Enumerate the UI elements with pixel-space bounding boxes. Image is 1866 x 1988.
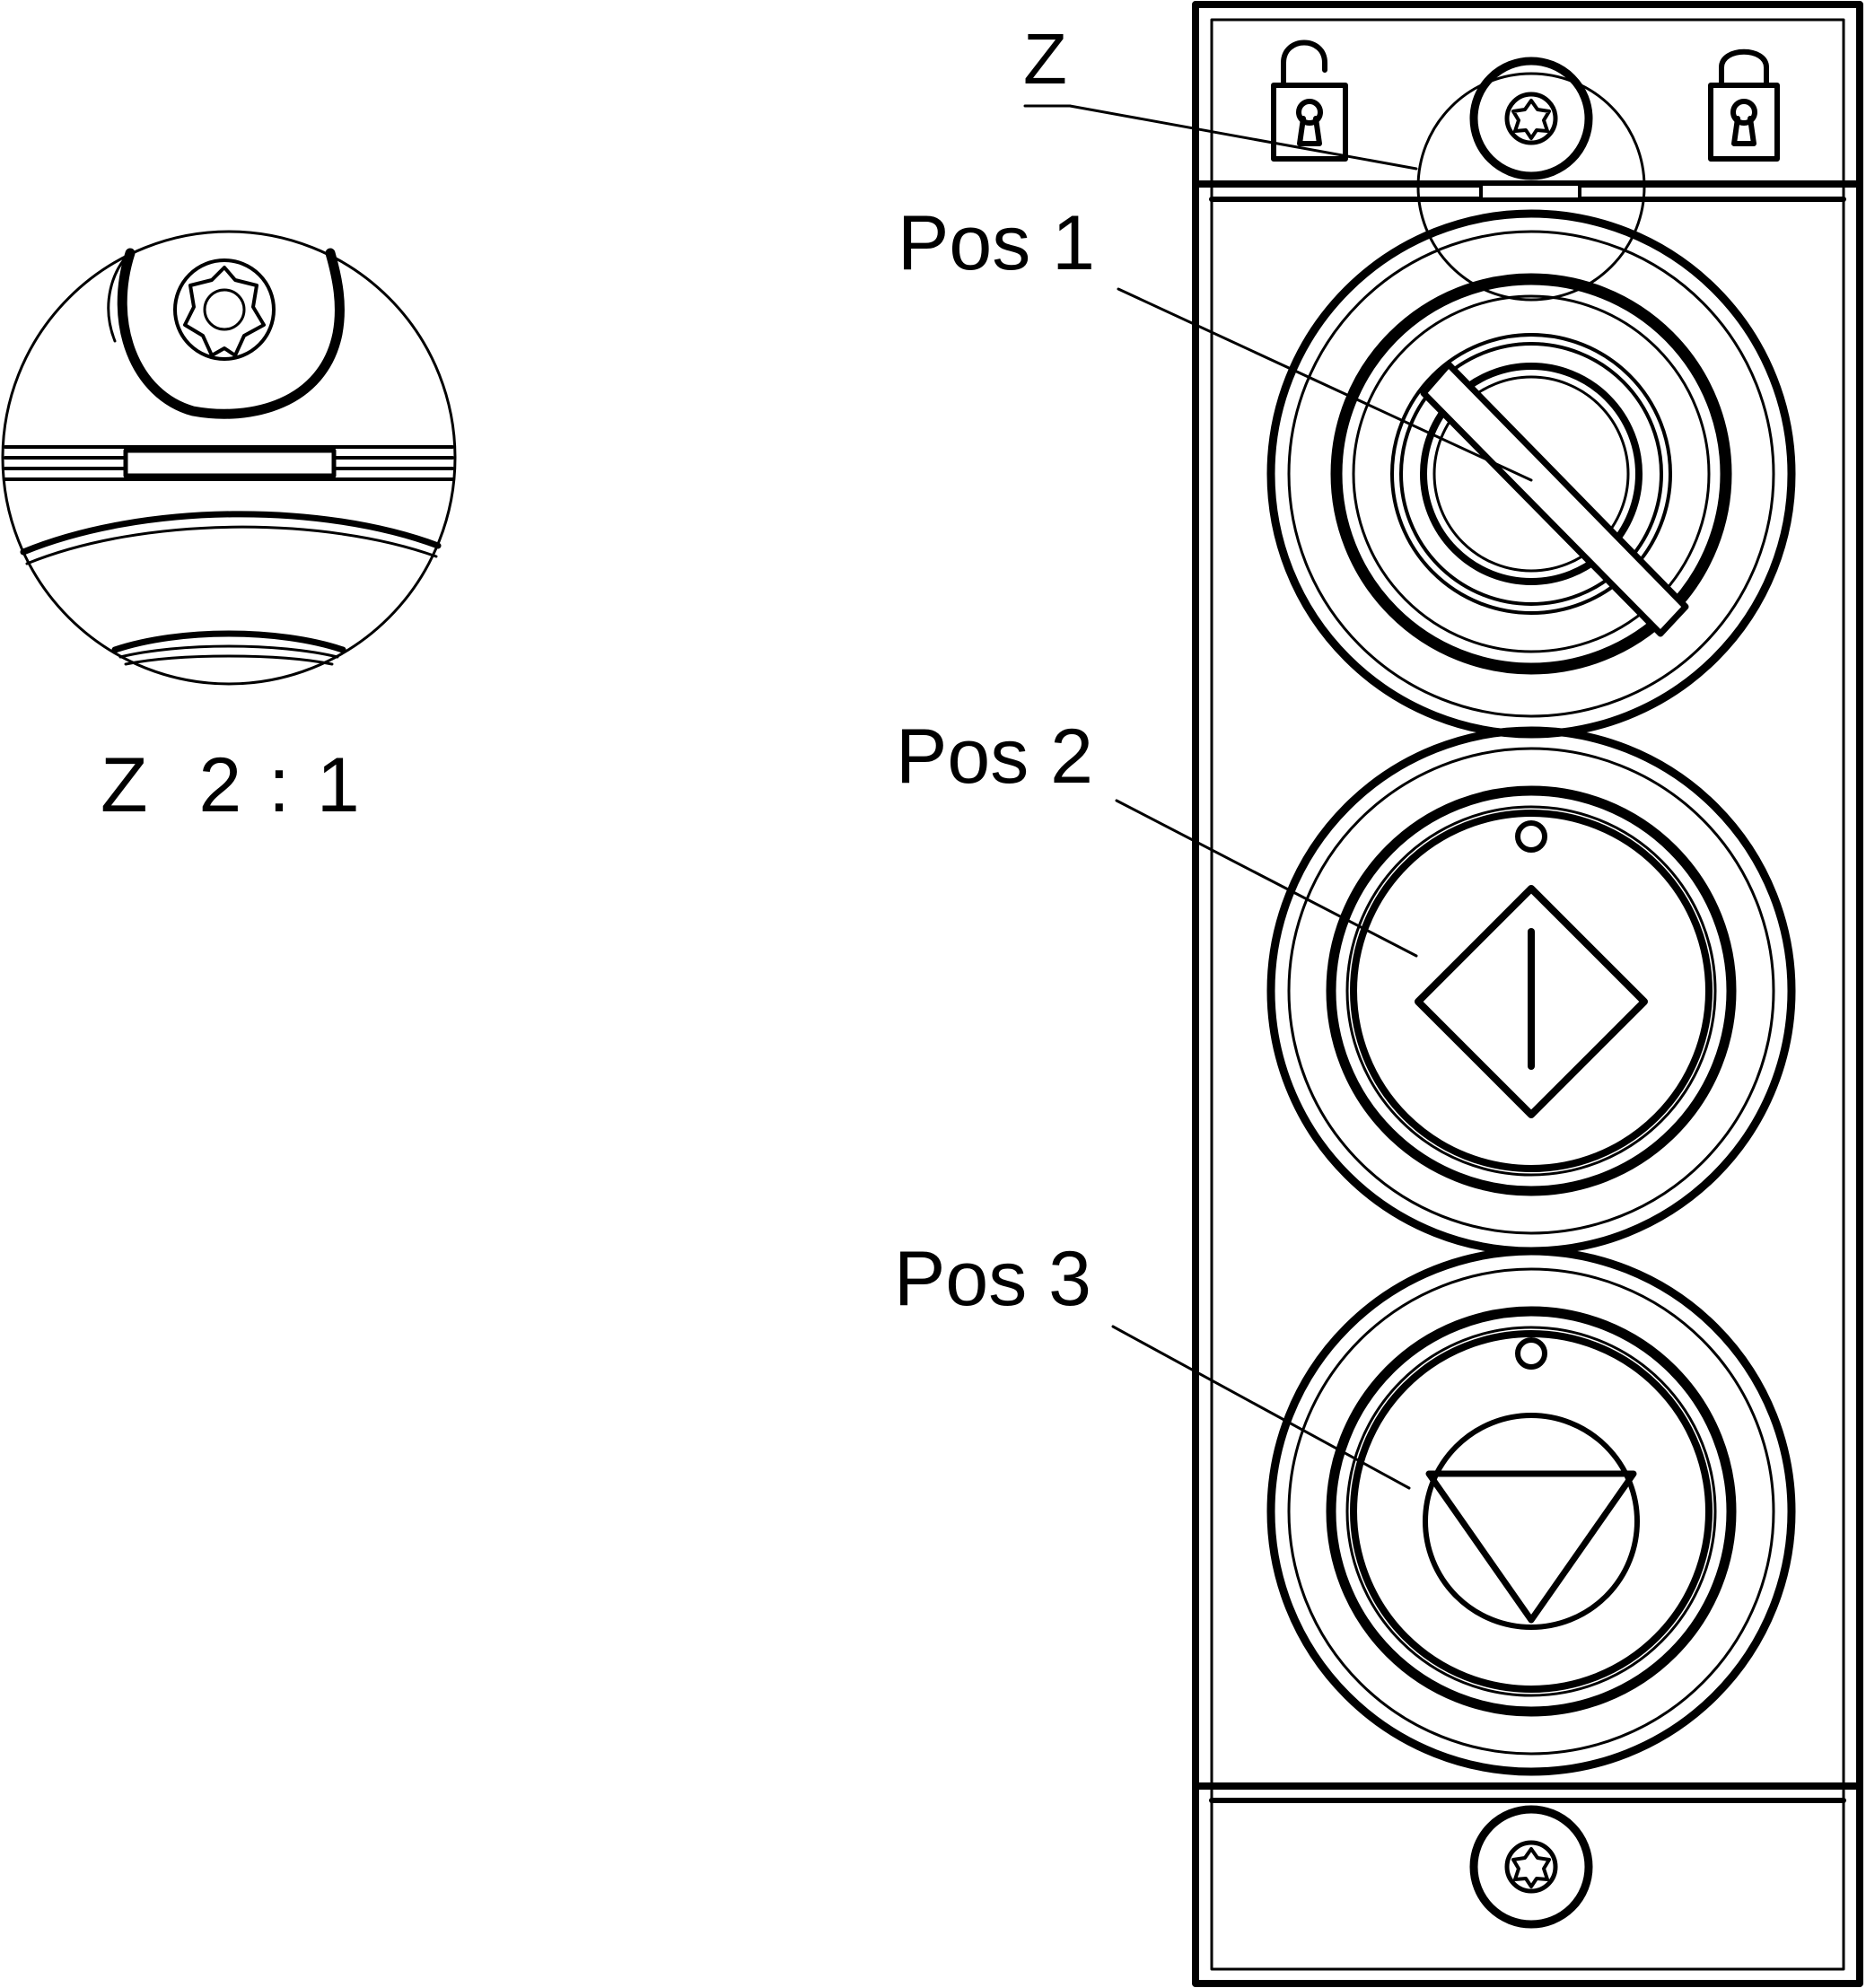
pos2-label: Pos 2 bbox=[896, 714, 1093, 800]
detail-parting-line bbox=[4, 445, 454, 481]
detail-view-z bbox=[1, 230, 457, 686]
padlock-open-icon bbox=[1271, 39, 1348, 162]
leader-lines bbox=[1023, 104, 1533, 1490]
detail-z-marker bbox=[1416, 72, 1646, 302]
start-button-pos2 bbox=[1266, 726, 1796, 1256]
pos1-label: Pos 1 bbox=[898, 200, 1095, 286]
key-selector-switch-icon bbox=[1420, 361, 1689, 637]
bottom-screw-icon bbox=[1469, 1805, 1593, 1929]
housing bbox=[1192, 1, 1863, 1987]
detail-screw-icon bbox=[107, 248, 345, 419]
pos3-label: Pos 3 bbox=[894, 1236, 1091, 1322]
start-diamond-icon bbox=[1415, 885, 1648, 1118]
padlock-closed-icon bbox=[1708, 48, 1780, 162]
stop-button-pos3 bbox=[1266, 1247, 1796, 1776]
stop-triangle-icon bbox=[1423, 1413, 1640, 1630]
selector-switch-pos1 bbox=[1266, 209, 1796, 739]
top-screw-icon bbox=[1469, 57, 1593, 180]
detail-ring-arcs bbox=[20, 511, 442, 666]
detail-reference-label: Z bbox=[1023, 19, 1067, 99]
detail-scale-label: Z 2 : 1 bbox=[101, 742, 363, 828]
